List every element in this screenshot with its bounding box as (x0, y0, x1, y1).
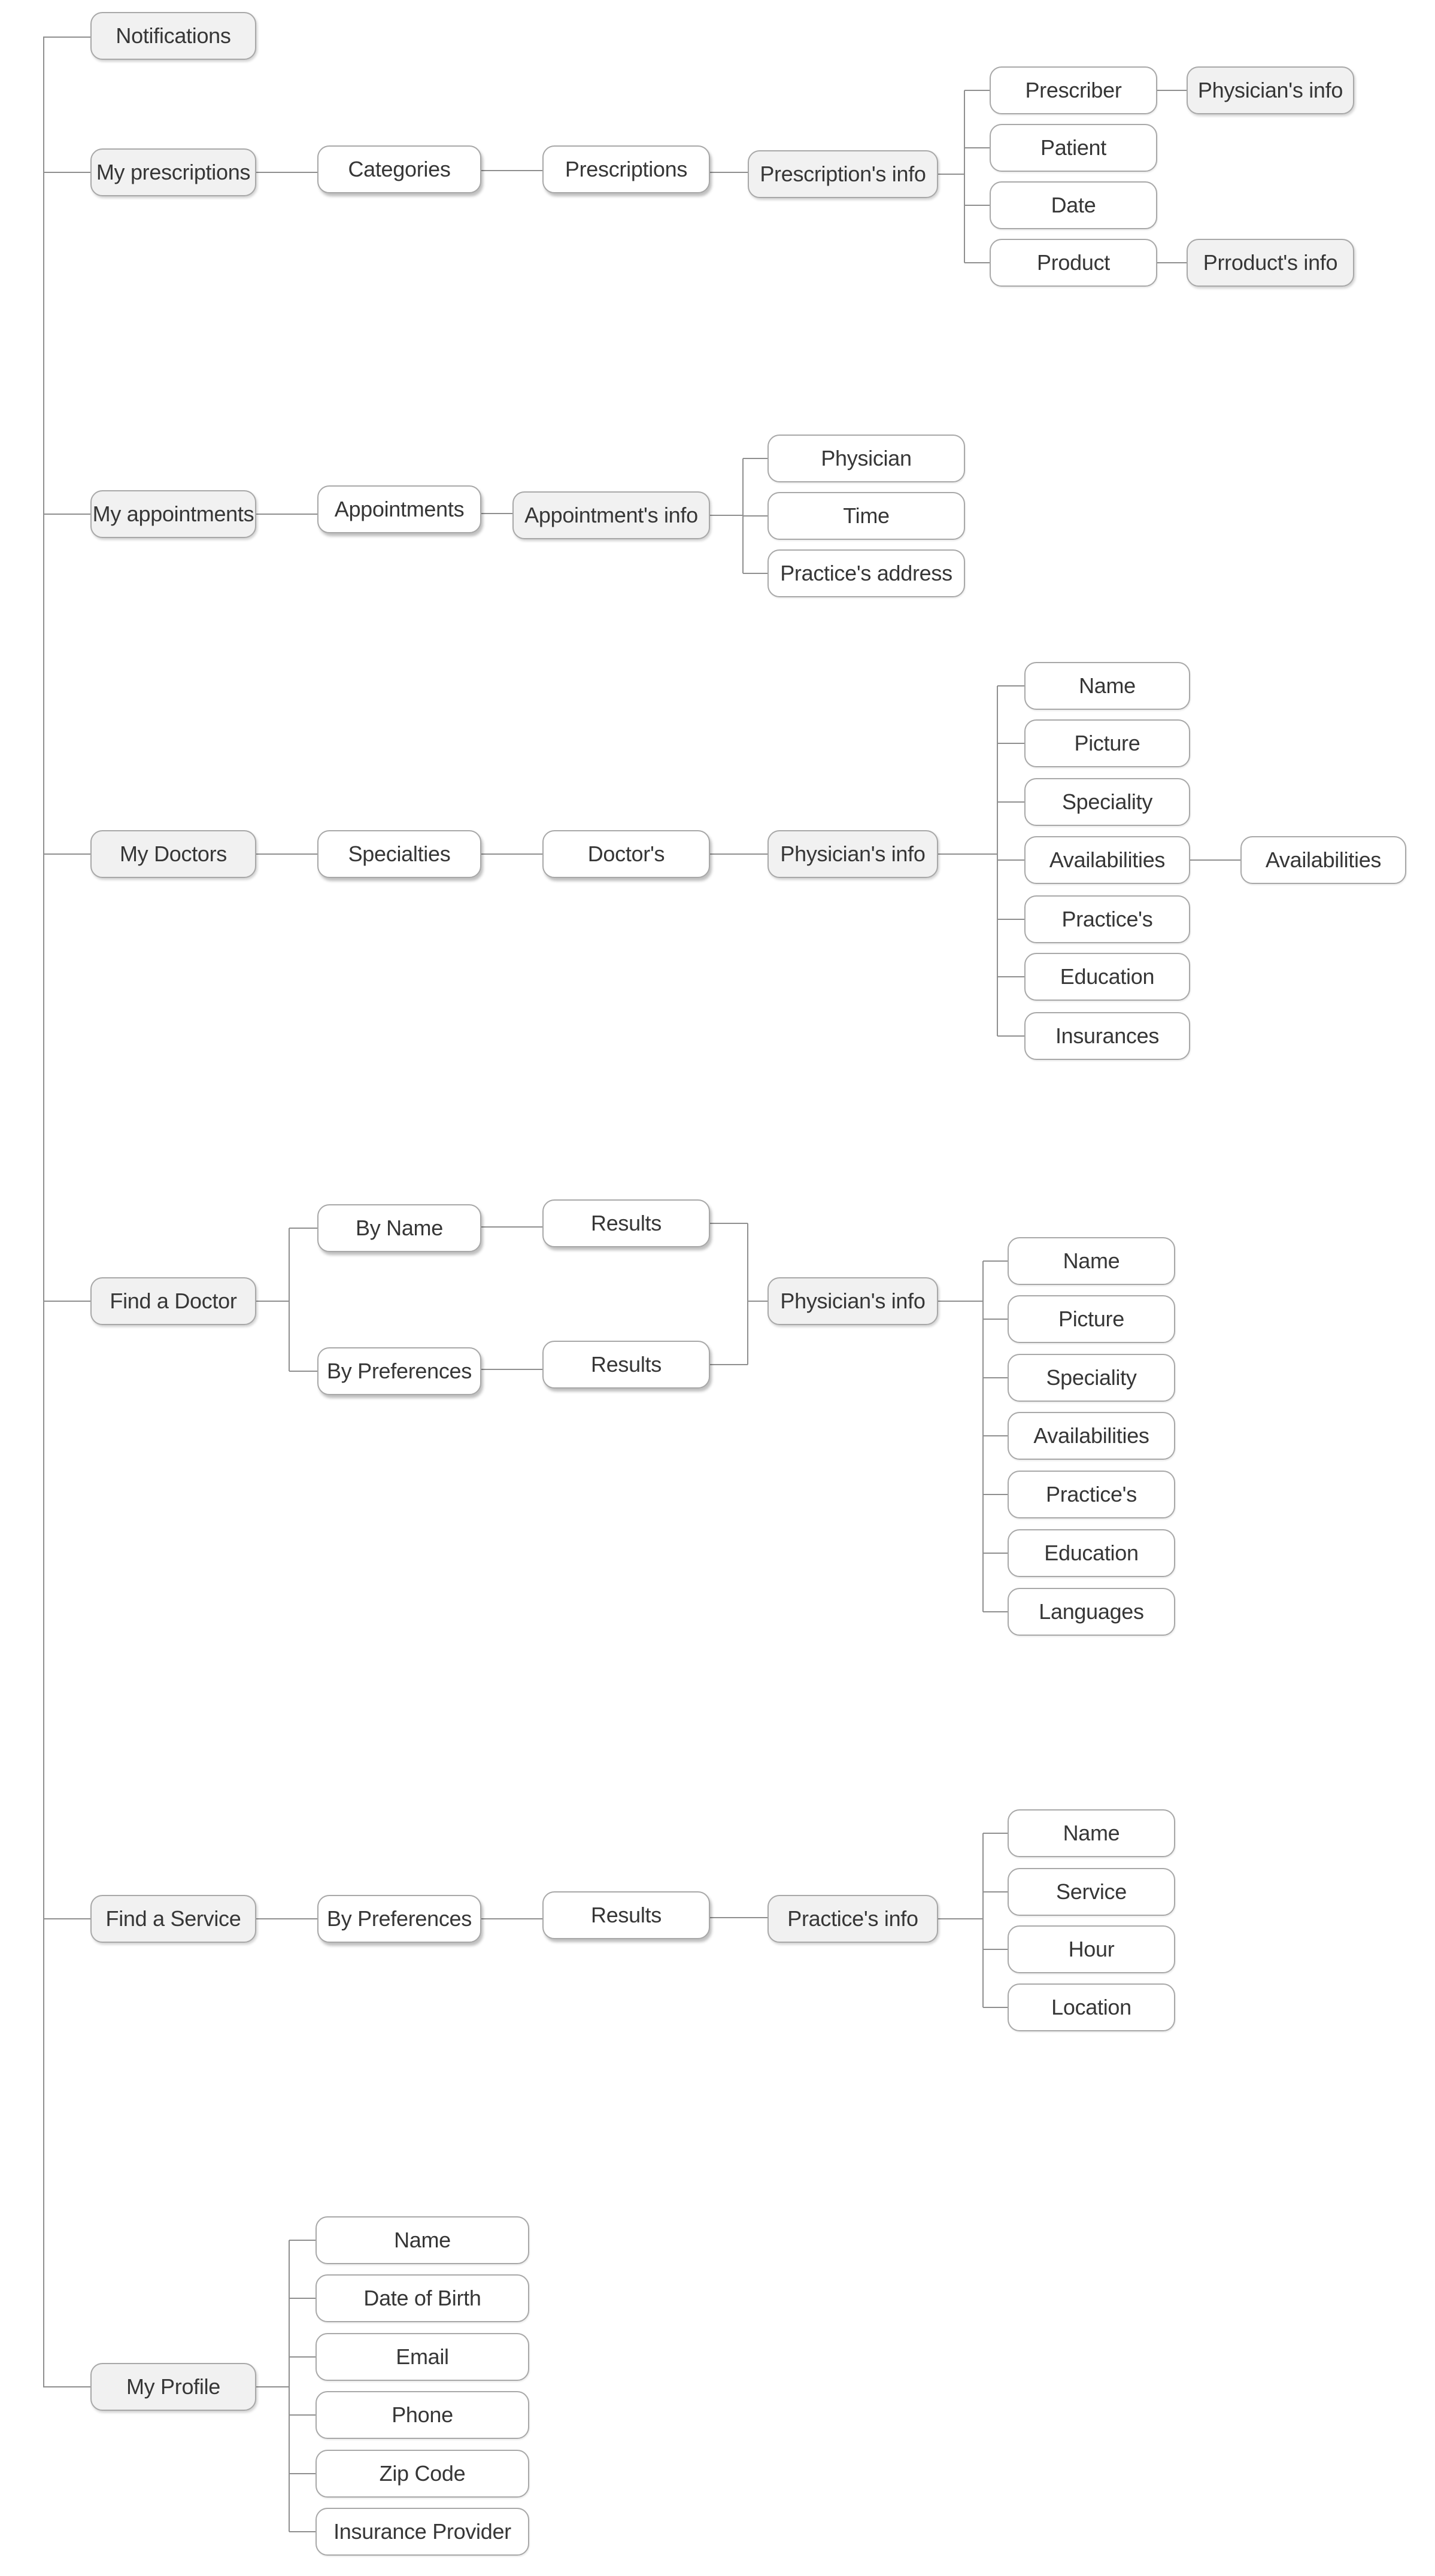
node-categories[interactable]: Categories (317, 145, 481, 193)
node-fs-hour[interactable]: Hour (1008, 1925, 1175, 1973)
node-fd-languages[interactable]: Languages (1008, 1588, 1175, 1636)
node-doctors[interactable]: Doctor's (542, 830, 710, 878)
node-fd-physicians-info[interactable]: Physician's info (767, 1277, 938, 1325)
node-fs-name[interactable]: Name (1008, 1809, 1175, 1857)
node-fs-location[interactable]: Location (1008, 1983, 1175, 2031)
node-md-education[interactable]: Education (1024, 953, 1190, 1001)
node-md-practices[interactable]: Practice's (1024, 895, 1190, 943)
node-fs-results[interactable]: Results (542, 1891, 710, 1939)
node-md-physicians-info[interactable]: Physician's info (767, 830, 938, 878)
node-mp-insurance[interactable]: Insurance Provider (315, 2508, 529, 2556)
node-mp-dob[interactable]: Date of Birth (315, 2274, 529, 2322)
node-fs-by-preferences[interactable]: By Preferences (317, 1895, 481, 1943)
connector-doctors-section (256, 685, 1240, 1037)
node-date[interactable]: Date (990, 181, 1157, 229)
node-by-preferences[interactable]: By Preferences (317, 1347, 481, 1395)
node-md-speciality[interactable]: Speciality (1024, 778, 1190, 826)
node-appointments[interactable]: Appointments (317, 485, 481, 533)
node-my-profile[interactable]: My Profile (90, 2363, 256, 2411)
node-prescriber-physicians-info[interactable]: Physician's info (1187, 66, 1354, 114)
node-specialties[interactable]: Specialties (317, 830, 481, 878)
node-find-a-doctor[interactable]: Find a Doctor (90, 1277, 256, 1325)
connector-find-doctor-section (256, 1223, 1008, 1612)
connector-appointments-section (256, 458, 767, 574)
node-notifications[interactable]: Notifications (90, 12, 256, 60)
node-fd-name[interactable]: Name (1008, 1237, 1175, 1285)
node-mp-phone[interactable]: Phone (315, 2391, 529, 2439)
node-prescriptions[interactable]: Prescriptions (542, 145, 710, 193)
node-fd-availabilities[interactable]: Availabilities (1008, 1412, 1175, 1460)
node-fd-practices[interactable]: Practice's (1008, 1471, 1175, 1518)
node-prescriptions-info[interactable]: Prescription's info (748, 150, 938, 198)
node-fd-speciality[interactable]: Speciality (1008, 1354, 1175, 1402)
node-fd-education[interactable]: Education (1008, 1529, 1175, 1577)
node-prroducts-info[interactable]: Prroduct's info (1187, 239, 1354, 287)
node-appt-practices-address[interactable]: Practice's address (767, 549, 965, 597)
node-fd-picture[interactable]: Picture (1008, 1295, 1175, 1343)
node-patient[interactable]: Patient (990, 124, 1157, 172)
connector-prescriptions-section (256, 90, 1187, 263)
node-mp-name[interactable]: Name (315, 2216, 529, 2264)
node-practices-info[interactable]: Practice's info (767, 1895, 938, 1943)
node-mp-email[interactable]: Email (315, 2333, 529, 2381)
node-fs-service[interactable]: Service (1008, 1868, 1175, 1916)
node-product[interactable]: Product (990, 239, 1157, 287)
node-md-insurances[interactable]: Insurances (1024, 1012, 1190, 1060)
connector-find-service-section (256, 1833, 1008, 2008)
node-results-by-name[interactable]: Results (542, 1199, 710, 1247)
connector-trunk (43, 37, 90, 2387)
node-mp-zip[interactable]: Zip Code (315, 2450, 529, 2498)
node-appt-physician[interactable]: Physician (767, 435, 965, 482)
node-appointments-info[interactable]: Appointment's info (512, 491, 710, 539)
node-results-by-preferences[interactable]: Results (542, 1341, 710, 1389)
node-md-picture[interactable]: Picture (1024, 719, 1190, 767)
node-my-appointments[interactable]: My appointments (90, 490, 256, 538)
node-md-availabilities[interactable]: Availabilities (1024, 836, 1190, 884)
node-my-prescriptions[interactable]: My prescriptions (90, 148, 256, 196)
connector-profile-section (256, 2240, 315, 2532)
node-my-doctors[interactable]: My Doctors (90, 830, 256, 878)
node-appt-time[interactable]: Time (767, 492, 965, 540)
node-md-availabilities-detail[interactable]: Availabilities (1240, 836, 1406, 884)
node-by-name[interactable]: By Name (317, 1204, 481, 1252)
node-prescriber[interactable]: Prescriber (990, 66, 1157, 114)
node-md-name[interactable]: Name (1024, 662, 1190, 710)
node-find-a-service[interactable]: Find a Service (90, 1895, 256, 1943)
